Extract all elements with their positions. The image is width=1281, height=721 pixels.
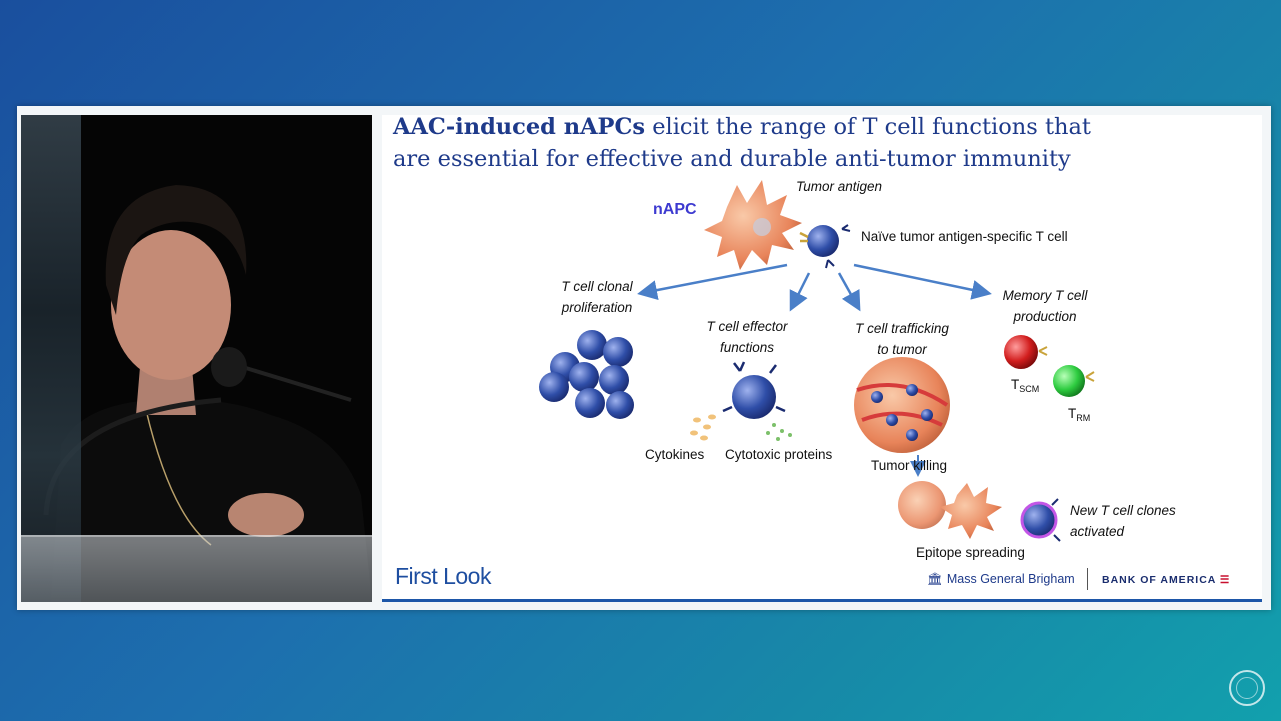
trm-label: TRM (1068, 406, 1091, 423)
title-bold: AAC-induced nAPCs (393, 115, 646, 140)
title-line-2: are essential for effective and durable … (393, 146, 1071, 172)
slide-bottom-rule (382, 599, 1262, 602)
boa-logo: BANK OF AMERICA ☰ (1102, 574, 1231, 586)
tscm-label: TSCM (1011, 377, 1040, 394)
slide: AAC-induced nAPCs elicit the range of T … (382, 115, 1262, 602)
logo-divider (1087, 568, 1088, 590)
cytokines-icon (690, 414, 716, 441)
record-indicator-icon[interactable] (1229, 670, 1265, 706)
napc-cell-icon (704, 180, 802, 270)
naive-t-cell-icon (799, 224, 851, 269)
podium (21, 535, 372, 602)
tumor-killing-label: Tumor killing (871, 458, 948, 473)
speaker-video (21, 115, 372, 602)
proliferating-t-cells-icon (539, 330, 634, 419)
trm-cell-icon (1053, 365, 1095, 397)
cytokines-label: Cytokines (645, 447, 705, 462)
diagram (539, 180, 1095, 542)
epitope-spreading-icon (898, 481, 1061, 542)
flag-icon: ☰ (1219, 574, 1231, 586)
cytotoxic-proteins-label: Cytotoxic proteins (725, 447, 833, 462)
tscm-cell-icon (1004, 335, 1048, 369)
tumor-antigen-label: Tumor antigen (796, 179, 883, 194)
building-icon: 🏛 (927, 572, 943, 586)
cytotoxic-proteins-icon (766, 423, 792, 441)
first-look-logo: First Look (395, 563, 491, 589)
napc-label: nAPC (653, 201, 697, 218)
epitope-spreading-label: Epitope spreading (916, 545, 1025, 560)
tumor-trafficking-icon (854, 357, 950, 453)
title-rest: elicit the range of T cell functions tha… (645, 115, 1091, 140)
effector-t-cell-icon (722, 361, 786, 419)
mgb-logo: 🏛Mass General Brigham (927, 572, 1075, 586)
slide-title: AAC-induced nAPCs elicit the range of T … (393, 115, 1253, 175)
naive-t-cell-label: Naïve tumor antigen-specific T cell (861, 229, 1068, 244)
stage-backdrop (21, 115, 81, 602)
